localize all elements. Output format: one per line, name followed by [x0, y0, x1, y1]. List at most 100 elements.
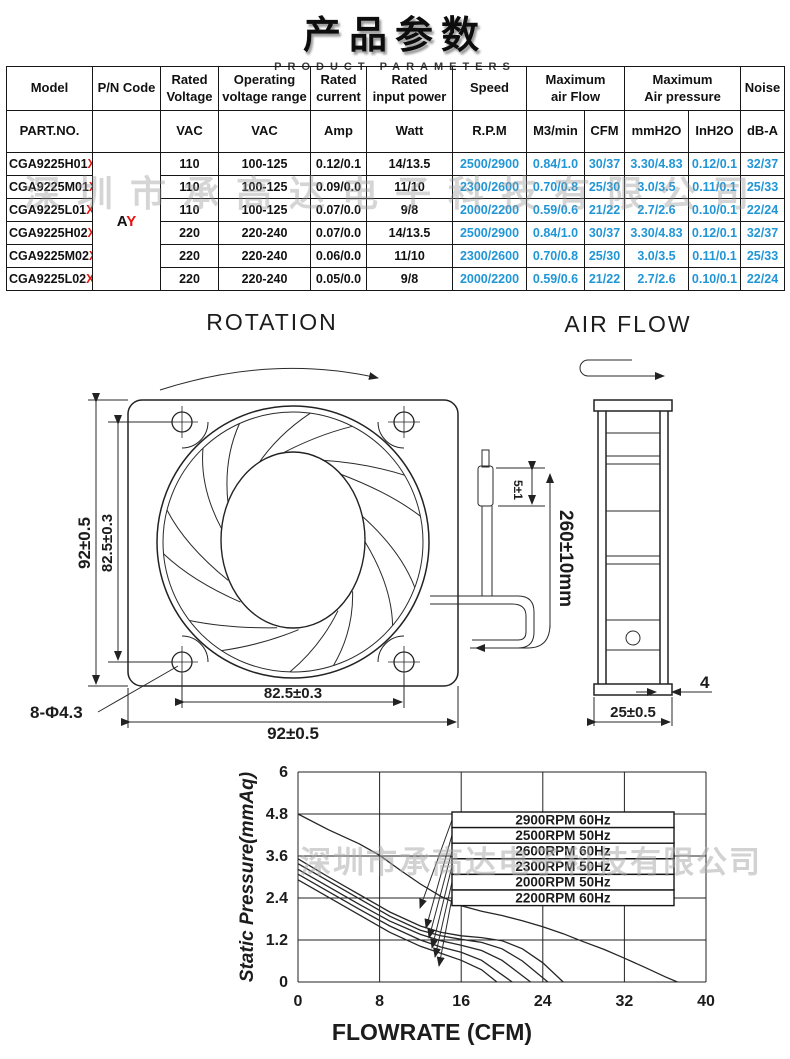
- curve-2900rpm-60hz: [297, 813, 678, 983]
- y-tick-label: 1.2: [266, 932, 288, 949]
- legend-box: [451, 889, 675, 907]
- x-tick-label: 32: [616, 993, 634, 1010]
- spec-cell-power: 9/8: [366, 267, 453, 291]
- spec-cell-voltage: 220: [160, 267, 219, 291]
- lead-length-label: 260±10mm: [555, 510, 576, 607]
- spec-cell-noise: 22/24: [740, 267, 785, 291]
- spec-cell-current: 0.12/0.1: [310, 152, 367, 176]
- unit-vac-2: VAC: [218, 110, 311, 153]
- depth-dim-label: 25±0.5: [610, 704, 656, 721]
- curve-2500rpm-50hz: [297, 858, 564, 983]
- legend-label: 2600RPM 60Hz: [515, 844, 611, 859]
- spec-cell-cfm: 25/30: [584, 175, 625, 199]
- y-tick-label: 2.4: [266, 890, 288, 907]
- model-cell: CGA9225M01X: [6, 175, 93, 199]
- unit-cfm: CFM: [584, 110, 625, 153]
- x-tick-label: 24: [534, 993, 552, 1010]
- chart-x-axis-label: FLOWRATE (CFM): [332, 1019, 532, 1045]
- model-cell: CGA9225H02X: [6, 221, 93, 245]
- technical-drawings: ROTATION AIR FLOW: [30, 309, 712, 743]
- model-cell: CGA9225H01X: [6, 152, 93, 176]
- fan-hub: [220, 451, 366, 629]
- unit-pn-code: [92, 110, 161, 153]
- spec-row: CGA9225H02X220220-2400.07/0.014/13.52500…: [6, 221, 785, 245]
- spec-cell-inh2o: 0.12/0.1: [688, 221, 741, 245]
- spec-cell-power: 14/13.5: [366, 221, 453, 245]
- lead-wire: 5±1 260±10mm: [430, 449, 576, 652]
- spec-cell-current: 0.07/0.0: [310, 198, 367, 222]
- fan-front-view: 92±0.5 82.5±0.3 82.5±0.3 92±0.5 8-Φ4.3: [30, 393, 576, 743]
- spec-cell-current: 0.05/0.0: [310, 267, 367, 291]
- spec-cell-speed: 2300/2600: [452, 175, 527, 199]
- y-tick-label: 0: [279, 974, 288, 991]
- spec-cell-inh2o: 0.12/0.1: [688, 152, 741, 176]
- dim-height-outer: 92±0.5: [75, 517, 94, 569]
- spec-cell-voltage: 110: [160, 198, 219, 222]
- fan-blades: [163, 412, 421, 673]
- col-header-model: Model: [6, 66, 93, 111]
- spec-cell-speed: 2000/2200: [452, 267, 527, 291]
- spec-row: CGA9225H01XAY110100-1250.12/0.114/13.525…: [6, 152, 785, 291]
- spec-cell-m3min: 0.59/0.6: [526, 198, 585, 222]
- legend-label: 2000RPM 50Hz: [515, 875, 611, 890]
- model-cell: CGA9225M02X: [6, 244, 93, 268]
- spec-cell-mmh2o: 3.0/3.5: [624, 244, 689, 268]
- unit-mmh2o: mmH2O: [624, 110, 689, 153]
- rotation-title: ROTATION: [206, 309, 337, 335]
- unit-inh2o: InH2O: [688, 110, 741, 153]
- spec-cell-m3min: 0.84/1.0: [526, 152, 585, 176]
- curve-2000rpm-50hz: [297, 873, 513, 983]
- unit-m3min: M3/min: [526, 110, 585, 153]
- spec-cell-current: 0.07/0.0: [310, 221, 367, 245]
- spec-cell-m3min: 0.59/0.6: [526, 267, 585, 291]
- legend-arrows: [419, 819, 453, 967]
- spec-cell-current: 0.06/0.0: [310, 244, 367, 268]
- legend-label: 2500RPM 50Hz: [515, 828, 611, 843]
- spec-table-wrapper: Model P/N Code Rated Voltage Operating v…: [6, 66, 785, 291]
- y-tick-label: 3.6: [266, 848, 288, 865]
- model-cell: CGA9225L01X: [6, 198, 93, 222]
- unit-watt: Watt: [366, 110, 453, 153]
- airflow-title: AIR FLOW: [564, 311, 691, 337]
- spec-cell-range: 220-240: [218, 221, 311, 245]
- legend-label: 2300RPM 50Hz: [515, 859, 611, 874]
- spec-cell-m3min: 0.70/0.8: [526, 244, 585, 268]
- dim-width-outer: 92±0.5: [267, 724, 319, 743]
- spec-cell-m3min: 0.70/0.8: [526, 175, 585, 199]
- spec-cell-speed: 2000/2200: [452, 198, 527, 222]
- page-title: 产品参数: [302, 15, 487, 57]
- curve-2600rpm-60hz: [297, 863, 549, 983]
- spec-cell-power: 9/8: [366, 198, 453, 222]
- spec-cell-mmh2o: 2.7/2.6: [624, 267, 689, 291]
- x-tick-label: 0: [294, 993, 303, 1010]
- spec-cell-inh2o: 0.10/0.1: [688, 267, 741, 291]
- spec-cell-cfm: 25/30: [584, 244, 625, 268]
- spec-cell-noise: 25/33: [740, 175, 785, 199]
- col-header-noise: Noise: [740, 66, 785, 111]
- spec-cell-range: 220-240: [218, 267, 311, 291]
- spec-cell-mmh2o: 2.7/2.6: [624, 198, 689, 222]
- col-header-speed: Speed: [452, 66, 527, 111]
- spec-cell-inh2o: 0.11/0.1: [688, 175, 741, 199]
- spec-cell-voltage: 110: [160, 175, 219, 199]
- legend-label: 2200RPM 60Hz: [515, 890, 611, 905]
- spec-cell-cfm: 21/22: [584, 198, 625, 222]
- unit-dba: dB-A: [740, 110, 785, 153]
- unit-rpm: R.P.M: [452, 110, 527, 153]
- spec-cell-range: 100-125: [218, 198, 311, 222]
- spec-cell-noise: 22/24: [740, 198, 785, 222]
- spec-cell-range: 100-125: [218, 175, 311, 199]
- spec-cell-voltage: 220: [160, 244, 219, 268]
- col-header-max-air-flow: Maximum air Flow: [526, 66, 625, 111]
- spec-cell-power: 11/10: [366, 175, 453, 199]
- flange-dim-label: 4: [700, 673, 710, 692]
- unit-vac-1: VAC: [160, 110, 219, 153]
- col-header-rated-input-power: Rated input power: [366, 66, 453, 111]
- spec-cell-m3min: 0.84/1.0: [526, 221, 585, 245]
- col-header-rated-voltage: Rated Voltage: [160, 66, 219, 111]
- spec-cell-mmh2o: 3.30/4.83: [624, 221, 689, 245]
- spec-cell-cfm: 21/22: [584, 267, 625, 291]
- legend-label: 2900RPM 60Hz: [515, 812, 611, 827]
- spec-cell-current: 0.09/0.0: [310, 175, 367, 199]
